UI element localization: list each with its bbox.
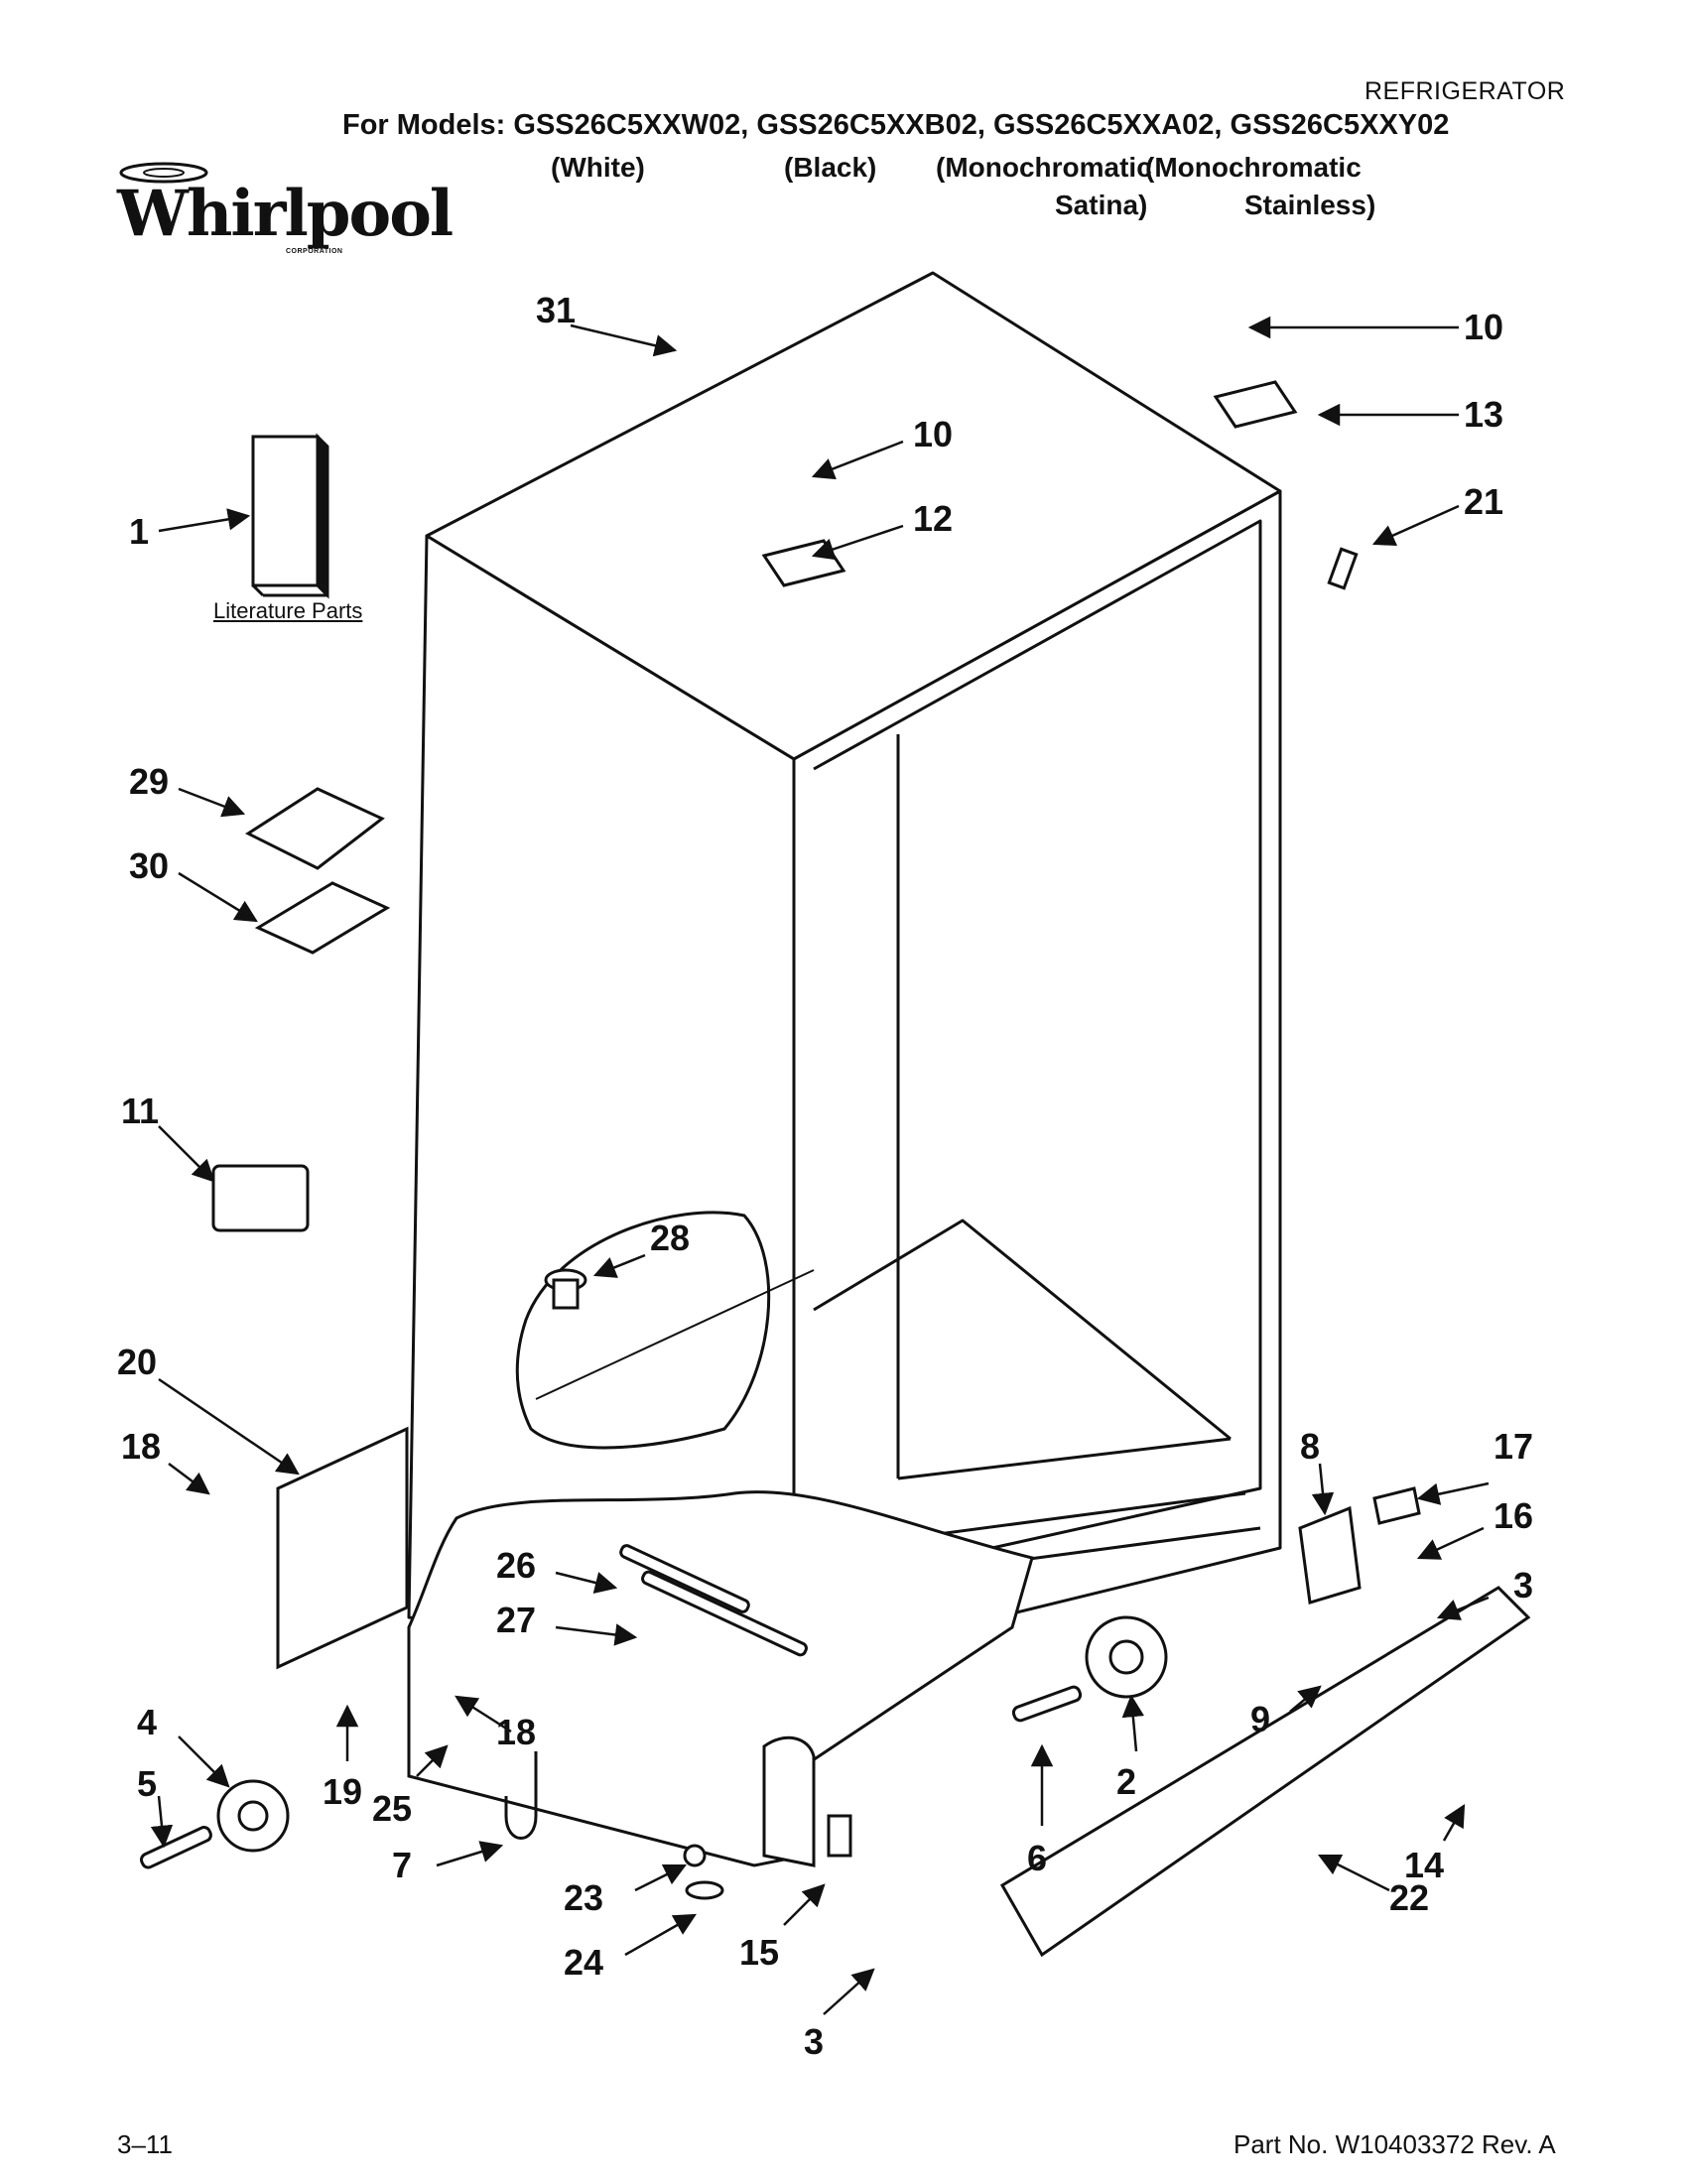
part-number: Part No. W10403372 Rev. A: [1234, 2129, 1556, 2159]
callout-24: 24: [564, 1942, 603, 1983]
document-type: REFRIGERATOR: [1364, 77, 1566, 105]
callout-5: 5: [137, 1763, 157, 1804]
callout-9: 9: [1250, 1699, 1270, 1739]
callout-19: 19: [323, 1771, 362, 1812]
tube-fitting: [619, 1544, 750, 1613]
callout-16: 16: [1493, 1495, 1533, 1536]
whirlpool-logo: Whirlpool CORPORATION: [117, 159, 454, 255]
callout-23: 23: [564, 1877, 603, 1918]
callout-25: 25: [372, 1788, 412, 1829]
leader-arrows: [150, 316, 1490, 2015]
callout-15: 15: [739, 1932, 779, 1973]
refrigerator-cabinet: [407, 271, 1282, 1669]
toe-grille: [999, 1586, 1531, 1958]
model-color-white: (White): [551, 152, 645, 183]
door-stop: [827, 1814, 852, 1858]
callout-12: 12: [913, 498, 953, 539]
model-color-satina-l2: Satina): [1055, 190, 1148, 220]
callout-8: 8: [1300, 1426, 1320, 1467]
callout-30: 30: [129, 845, 169, 886]
logo-corporation: CORPORATION: [286, 248, 343, 255]
leveling-washer: [685, 1880, 724, 1900]
callout-27: 27: [496, 1600, 536, 1640]
callout-1: 1: [129, 511, 149, 552]
callout-10-top-right: 10: [1464, 307, 1503, 347]
callout-11: 11: [121, 1091, 159, 1131]
literature-parts-label: Literature Parts: [213, 598, 363, 623]
model-color-satina-l1: (Monochromatic: [936, 152, 1152, 183]
callout-22: 22: [1389, 1877, 1429, 1918]
cabinet-cutaway-rear: [515, 1211, 771, 1450]
logo-wordmark: Whirlpool: [117, 177, 454, 251]
rear-grille: [276, 1426, 409, 1670]
logo-swirl-icon: [119, 162, 208, 184]
callout-20: 20: [117, 1342, 157, 1382]
callout-29: 29: [129, 761, 169, 802]
callout-18-center: 18: [496, 1712, 536, 1752]
hinge-pin-cover: [1372, 1486, 1421, 1525]
water-tube: [641, 1570, 808, 1657]
model-color-stainless-l1: (Monochromatic: [1145, 152, 1362, 183]
hinge-bracket: [1298, 1505, 1362, 1605]
callout-26: 26: [496, 1545, 536, 1586]
models-line: For Models: GSS26C5XXW02, GSS26C5XXB02, …: [342, 109, 1450, 141]
left-axle: [139, 1826, 212, 1869]
callout-7: 7: [392, 1845, 412, 1885]
callout-3-bottom: 3: [804, 2021, 824, 2062]
electronic-cover: [244, 787, 385, 870]
leveling-screw: [683, 1844, 707, 1867]
callout-13: 13: [1464, 394, 1503, 435]
drain-tube: [504, 1751, 538, 1840]
page-number: 3–11: [117, 2129, 173, 2159]
top-hinge-right: [1213, 380, 1298, 429]
callout-6: 6: [1027, 1838, 1047, 1878]
control-board: [254, 881, 391, 955]
literature-booklet: [251, 433, 329, 599]
water-valve: [211, 1164, 310, 1232]
callout-18-left: 18: [121, 1426, 161, 1467]
callout-21: 21: [1464, 481, 1503, 522]
callout-2: 2: [1116, 1761, 1136, 1802]
cabinet-cutaway-bottom: [407, 1490, 1034, 1867]
right-axle: [1011, 1685, 1083, 1723]
callout-4: 4: [137, 1702, 157, 1742]
clip: [1327, 547, 1359, 590]
callout-17: 17: [1493, 1426, 1533, 1467]
callout-28: 28: [650, 1218, 690, 1258]
callout-31: 31: [536, 290, 576, 330]
model-color-stainless-l2: Stainless): [1244, 190, 1376, 220]
callout-3-right: 3: [1513, 1565, 1533, 1606]
model-color-black: (Black): [784, 152, 877, 183]
callout-10-top-center: 10: [913, 414, 953, 454]
callout-14: 14: [1404, 1845, 1444, 1885]
